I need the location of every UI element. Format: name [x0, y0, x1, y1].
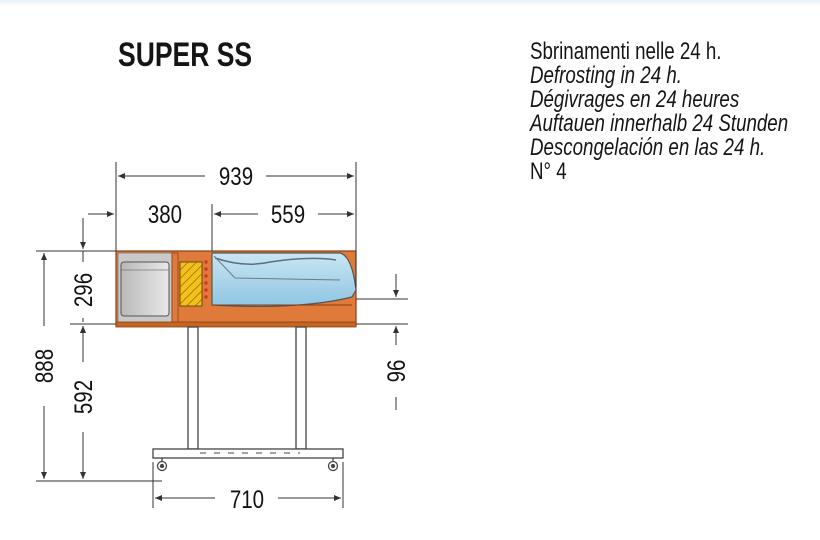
model-title: SUPER SS [118, 36, 253, 74]
dim-total-height: 888 [30, 349, 58, 383]
gn-container [120, 261, 170, 317]
stand [152, 326, 344, 472]
defrost-info: Sbrinamenti nelle 24 h. Defrosting in 24… [530, 40, 788, 184]
insulation-hatch [179, 261, 203, 307]
dim-display-width: 559 [271, 200, 305, 228]
dim-stand-height: 592 [69, 380, 97, 414]
dim-total-width: 939 [219, 162, 253, 190]
defrost-count: N° 4 [530, 158, 567, 185]
stand-leg-left [187, 326, 199, 450]
glass-canopy [211, 252, 357, 307]
defrost-label-de: Auftauen innerhalb 24 Stunden [530, 110, 789, 137]
defrost-label-en: Defrosting in 24 h. [530, 62, 682, 89]
dimension-lines [36, 162, 408, 508]
defrost-label-es: Descongelación en las 24 h. [530, 134, 766, 161]
defrost-label-fr: Dégivrages en 24 heures [530, 86, 740, 113]
evaporator-dots [204, 260, 208, 299]
dim-cabinet-height: 296 [69, 273, 97, 307]
dim-base-offset: 96 [382, 360, 410, 383]
dim-compartment-width: 380 [148, 200, 182, 228]
dim-base-width: 710 [230, 485, 264, 513]
defrost-label-it: Sbrinamenti nelle 24 h. [530, 38, 722, 65]
cabinet-unit [115, 250, 357, 328]
stand-leg-right [295, 326, 307, 450]
top-border [0, 0, 820, 6]
